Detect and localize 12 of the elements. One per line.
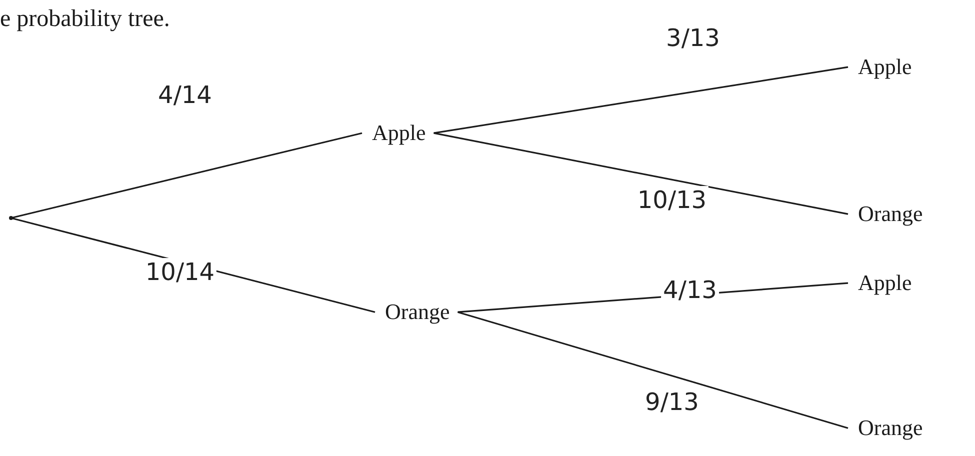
tree-branch	[10, 132, 362, 219]
outcome-label: Apple	[372, 121, 426, 146]
outcome-label: Orange	[385, 300, 450, 324]
outcome-label: Apple	[858, 271, 912, 296]
tree-branch	[434, 66, 848, 134]
outcome-label: Apple	[858, 55, 912, 80]
heading-text: e probability tree.	[0, 6, 170, 33]
outcome-label: Orange	[858, 202, 923, 226]
outcome-label: Orange	[858, 416, 923, 440]
tree-branch	[458, 311, 848, 429]
tree-branch	[434, 132, 848, 215]
branch-point	[9, 216, 13, 220]
